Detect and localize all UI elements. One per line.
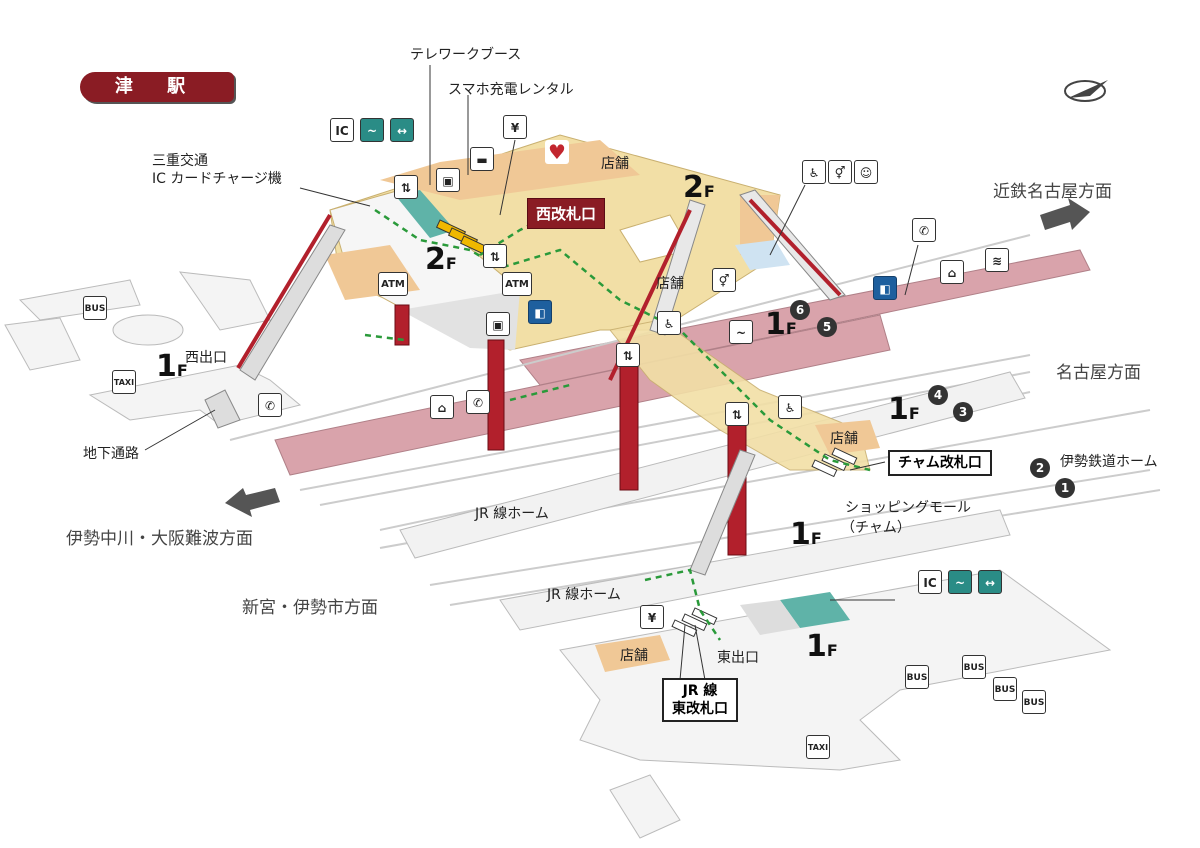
floor-label-1f-jr: 1F <box>790 517 822 552</box>
shop-label-2f-east: 店舗 <box>656 276 684 292</box>
east-teal-area <box>780 592 850 628</box>
shop-label-1f-cham: 店舗 <box>830 431 858 447</box>
bus-icon-east-3: BUS <box>993 677 1017 701</box>
direction-shingu-ise: 新宮・伊勢市方面 <box>242 598 378 618</box>
jr-east-gate-line2: 東改札口 <box>672 701 728 717</box>
phone-icon-1f-west: ✆ <box>258 393 282 417</box>
elevator-icon-2f-west: ⇅ <box>394 175 418 199</box>
east-exit-label: 東出口 <box>717 650 759 666</box>
locker-icon: ▣ <box>436 168 460 192</box>
west-gate-machines <box>435 219 491 256</box>
taxi-icon-west: TAXI <box>112 370 136 394</box>
underpass-label: 地下通路 <box>83 446 139 462</box>
elevator-icon-2f-center: ⇅ <box>483 244 507 268</box>
phone-icon-west: ✆ <box>466 390 490 414</box>
jr-platform-label: JR 線ホーム <box>475 506 549 522</box>
direction-ise-nakagawa: 伊勢中川・大阪難波方面 <box>66 529 253 549</box>
yen-icon-2f: ¥ <box>503 115 527 139</box>
baby-icon: ☺ <box>854 160 878 184</box>
shop-label-east: 店舗 <box>620 648 648 664</box>
floor-label-1f-west: 1F <box>156 349 188 384</box>
charge-icon-1f: ~ <box>729 320 753 344</box>
elevator-icon-jr: ⇅ <box>725 402 749 426</box>
ic-charge-label: IC カードチャージ機 <box>152 171 282 187</box>
jr-east-gate-label: JR 線 東改札口 <box>662 678 738 722</box>
light-blue-area <box>735 240 790 270</box>
arrow-kintetsu-nagoya <box>1040 198 1090 230</box>
compass-icon <box>1064 80 1108 102</box>
platform-number-3: 3 <box>953 402 973 422</box>
charge-icon-east: ~ <box>948 570 972 594</box>
west-gate-label: 西改札口 <box>527 198 606 229</box>
telework-icon-east: ↔ <box>978 570 1002 594</box>
floor-label-2f-west: 2F <box>425 242 457 277</box>
floor-label-2f-east: 2F <box>683 170 715 205</box>
atm-icon-center: ATM <box>502 272 532 296</box>
accessible-icon-1f: ♿ <box>778 395 802 419</box>
phone-icon-kintetsu: ✆ <box>912 218 936 242</box>
platform-number-2: 2 <box>1030 458 1050 478</box>
direction-kintetsu-nagoya: 近鉄名古屋方面 <box>993 182 1112 202</box>
jr-platform-label-lower: JR 線ホーム <box>547 587 621 603</box>
baggage-icon: ◧ <box>528 300 552 324</box>
baggage-icon-kintetsu: ◧ <box>873 276 897 300</box>
jr-platform-2 <box>499 509 1011 631</box>
seat-icon: ⌂ <box>940 260 964 284</box>
bus-icon-east-4: BUS <box>1022 690 1046 714</box>
elevator-icon-1f: ⇅ <box>616 343 640 367</box>
platform-number-4: 4 <box>928 385 948 405</box>
west-island-3 <box>178 271 271 331</box>
telework-label: テレワークブース <box>410 47 522 63</box>
west-island-2 <box>4 317 81 371</box>
shop-label-2f-north: 店舗 <box>601 156 629 172</box>
atm-icon-west: ATM <box>378 272 408 296</box>
platform-number-5: 5 <box>817 317 837 337</box>
charge-icon: ~ <box>360 118 384 142</box>
direction-nagoya: 名古屋方面 <box>1056 363 1141 383</box>
ticket-machine-icon: ▬ <box>470 147 494 171</box>
cham-gate-label: チャム改札口 <box>888 450 992 476</box>
shopping-mall-label: ショッピングモール <box>845 500 971 516</box>
phone-charge-label: スマホ充電レンタル <box>448 82 574 98</box>
locker-icon-2: ▣ <box>486 312 510 336</box>
yen-icon-east: ¥ <box>640 605 664 629</box>
east-shop <box>595 635 670 672</box>
east-lower-island <box>609 774 681 839</box>
telework-icon: ↔ <box>390 118 414 142</box>
leader-lines <box>144 65 919 681</box>
mie-kotsu-label: 三重交通 <box>152 153 208 169</box>
floor-label-1f-east: 1F <box>806 629 838 664</box>
restroom-icon: ⚥ <box>712 268 736 292</box>
taxi-icon-east: TAXI <box>806 735 830 759</box>
floor-label-1f-nagoya: 1F <box>888 392 920 427</box>
ise-platform-label: 伊勢鉄道ホーム <box>1060 454 1158 470</box>
jr-east-gate-line1: JR 線 <box>682 683 718 699</box>
east-grey-area <box>740 600 800 635</box>
bus-icon-east-1: BUS <box>905 665 929 689</box>
platform-number-1: 1 <box>1055 478 1075 498</box>
west-roundabout <box>112 314 184 346</box>
bus-icon-east-2: BUS <box>962 655 986 679</box>
shopping-mall-sub-label: （チャム） <box>841 520 911 536</box>
arrow-ise-nakagawa <box>225 488 280 517</box>
seat-icon-west: ⌂ <box>430 395 454 419</box>
station-title: 津 駅 <box>80 72 234 102</box>
restroom-icon-north: ⚥ <box>828 160 852 184</box>
heart-icon: ♥ <box>545 140 569 164</box>
ic-card-icon: IC <box>330 118 354 142</box>
ic-card-icon-east: IC <box>918 570 942 594</box>
accessible-icon-north: ♿ <box>802 160 826 184</box>
smoking-icon: ≋ <box>985 248 1009 272</box>
bus-icon-west: BUS <box>83 296 107 320</box>
west-exit-label: 西出口 <box>185 350 227 366</box>
shop-1f-cham <box>815 420 880 455</box>
accessible-icon-2f: ♿ <box>657 311 681 335</box>
floor-label-1f-kintetsu: 1F <box>765 307 797 342</box>
west-island-1 <box>18 279 141 321</box>
platform-number-6: 6 <box>790 300 810 320</box>
